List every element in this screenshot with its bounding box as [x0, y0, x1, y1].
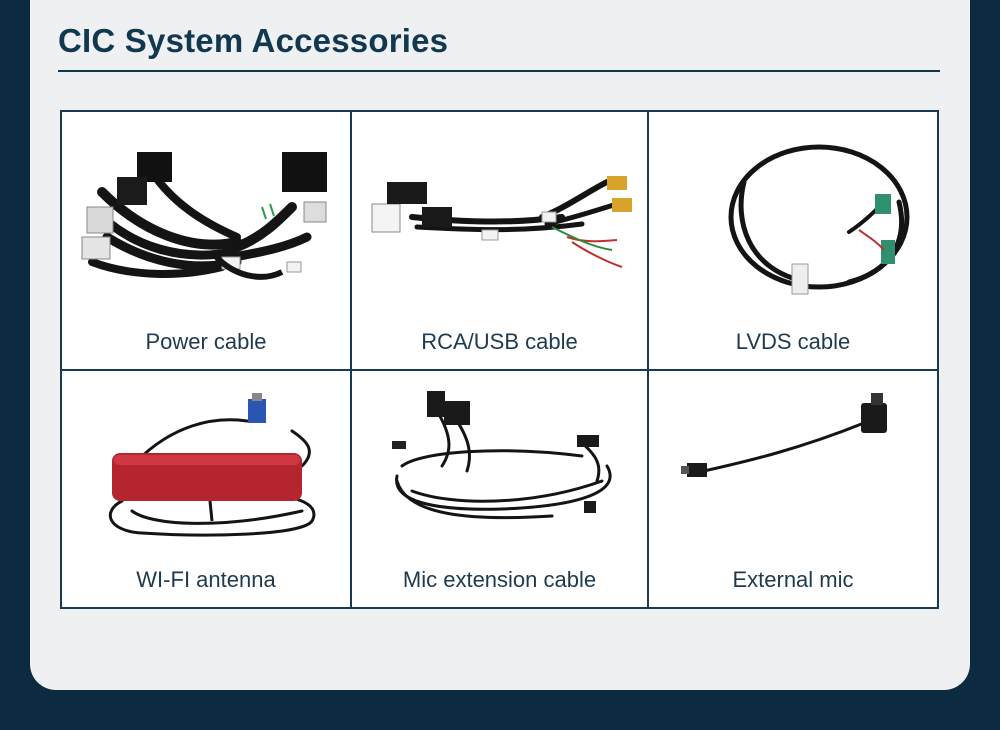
- accessory-wifi-antenna: WI-FI antenna: [62, 371, 352, 607]
- power-cable-icon: [81, 152, 327, 280]
- external-mic-icon: [681, 393, 887, 477]
- wifi-antenna-icon: [109, 393, 316, 537]
- accessories-card: CIC System Accessories: [30, 0, 970, 690]
- lvds-cable-icon: [728, 144, 910, 295]
- title-divider: [58, 70, 940, 72]
- accessory-mic-extension-cable: Mic extension cable: [352, 371, 649, 607]
- accessory-external-mic: External mic: [649, 371, 937, 607]
- page-title: CIC System Accessories: [58, 22, 449, 59]
- accessory-label: RCA/USB cable: [421, 329, 578, 354]
- accessory-rca-usb-cable: RCA/USB cable: [352, 112, 649, 371]
- accessory-lvds-cable: LVDS cable: [649, 112, 937, 371]
- accessory-label: Power cable: [145, 329, 267, 354]
- rca-usb-cable-icon: [371, 176, 632, 268]
- accessory-label: WI-FI antenna: [136, 567, 276, 592]
- accessory-label: Mic extension cable: [402, 567, 597, 592]
- accessory-power-cable: Power cable: [62, 112, 352, 371]
- accessory-label: External mic: [732, 567, 854, 592]
- accessory-label: LVDS cable: [735, 329, 851, 354]
- mic-extension-cable-icon: [392, 391, 612, 520]
- accessories-grid: Power cable: [60, 110, 939, 609]
